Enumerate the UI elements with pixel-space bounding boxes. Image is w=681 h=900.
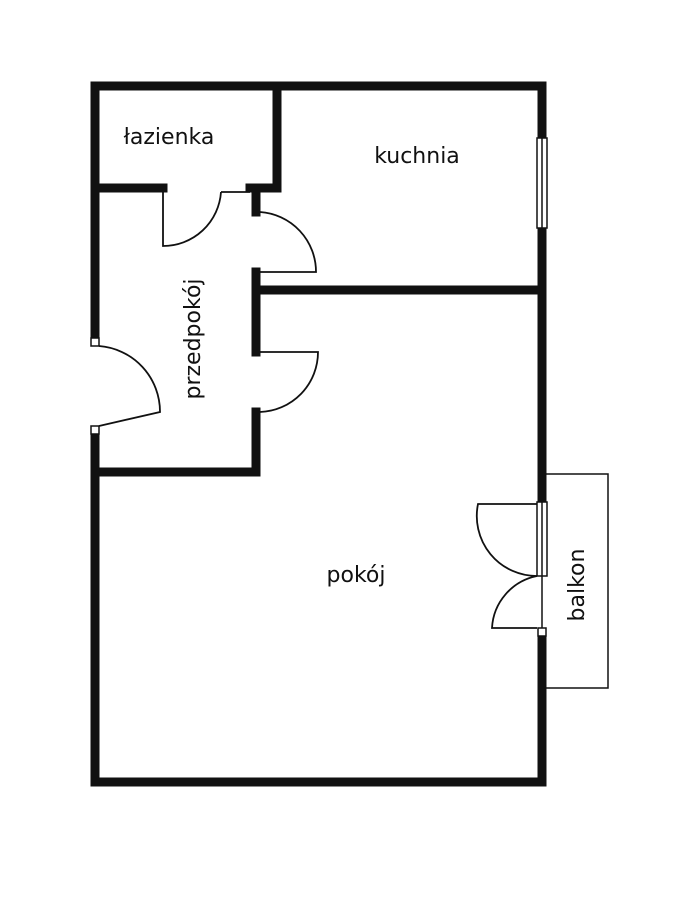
living-room-door-swing bbox=[259, 351, 319, 413]
entrance-door-swing bbox=[98, 345, 161, 427]
living-room-label: pokój bbox=[327, 563, 386, 588]
kitchen-window bbox=[536, 137, 548, 229]
balcony-outline bbox=[541, 473, 609, 689]
bathroom-door-swing bbox=[162, 191, 222, 247]
balcony-label: balkon bbox=[565, 549, 590, 622]
hallway-label: przedpokój bbox=[181, 278, 206, 399]
entrance-jambs bbox=[90, 337, 100, 435]
balcony-door-jamb bbox=[537, 627, 547, 637]
kitchen-label: kuchnia bbox=[374, 144, 460, 169]
balcony-door-frame bbox=[536, 501, 548, 577]
kitchen-door-swing bbox=[259, 211, 317, 273]
balcony-door-swing-lower bbox=[491, 575, 538, 629]
bathroom-label: łazienka bbox=[124, 125, 215, 150]
walls bbox=[90, 81, 547, 787]
balcony-door-swing-upper bbox=[475, 503, 538, 577]
door-swings bbox=[98, 191, 538, 629]
